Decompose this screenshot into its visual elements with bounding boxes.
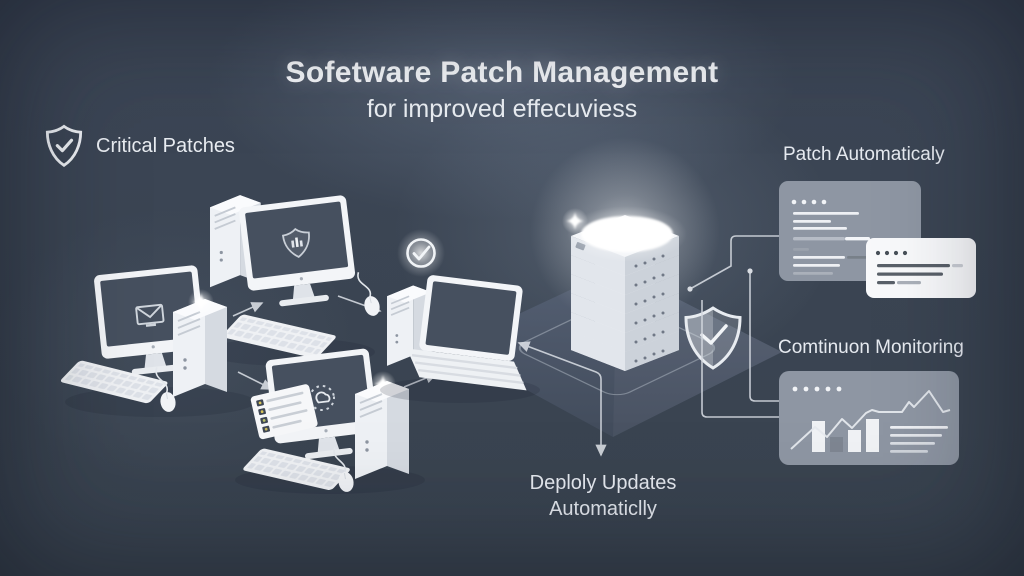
keyboard	[222, 314, 336, 359]
title-block: Sofetware Patch Management for improved …	[0, 56, 1004, 124]
connector-server-to-top-panel	[689, 235, 779, 290]
arrow-left-to-top	[232, 302, 264, 317]
page-subtitle: for improved effecuviess	[366, 95, 638, 123]
workstation-left	[60, 265, 255, 417]
continuous-monitoring-label: Comtinuon Monitoring	[778, 337, 964, 358]
keyboard	[60, 360, 168, 404]
connector-to-bottom-panel-2	[701, 300, 779, 418]
monitor	[238, 195, 356, 307]
mini-chart	[790, 390, 951, 452]
connector-to-bottom-panel-1	[749, 272, 779, 402]
sparkle-glow	[188, 289, 214, 315]
panel-window-dots	[791, 199, 827, 205]
panel-window-dots	[792, 386, 842, 392]
server-shield-check-icon	[684, 306, 742, 370]
arrow-server-to-laptop-and-deploy	[517, 341, 607, 457]
laptop	[406, 275, 527, 391]
patch-console-panel	[779, 181, 976, 298]
sparkle-glow	[647, 220, 668, 241]
server-stack	[530, 137, 720, 371]
card-window-dots	[875, 250, 908, 256]
envelope-icon	[135, 303, 165, 327]
checklist-card	[250, 384, 318, 440]
critical-patches-label: Critical Patches	[96, 134, 235, 157]
patch-automatically-label: Patch Automaticaly	[783, 144, 945, 165]
keyboard	[243, 448, 350, 490]
deploy-updates-line2: Automaticlly	[549, 498, 657, 520]
patched-endpoint-middle	[380, 229, 540, 403]
shield-bars-icon	[282, 227, 310, 258]
page-title: Sofetware Patch Management	[285, 56, 719, 89]
deploy-updates-line1: Deploly Updates	[529, 472, 677, 494]
connector-arrows	[232, 235, 779, 457]
sparkle-glow	[562, 208, 588, 234]
check-circle-icon	[397, 229, 445, 277]
update-dialog-card	[866, 238, 976, 298]
panel-text-lines	[793, 212, 870, 275]
connector-dot	[687, 286, 693, 292]
shield-check-icon	[45, 124, 83, 168]
server-led-dots	[634, 254, 665, 363]
mouse	[355, 268, 383, 319]
workstation-bottom	[235, 348, 425, 494]
arrow-left-to-bottom	[237, 371, 274, 390]
deploy-updates-label: Deploly Updates Automaticlly	[453, 470, 753, 522]
panel-text-lines	[890, 426, 948, 453]
critical-patches-chip: Critical Patches	[44, 124, 235, 168]
connector-dot	[747, 268, 753, 274]
monitoring-panel	[779, 371, 959, 465]
workstation-top	[205, 194, 383, 366]
